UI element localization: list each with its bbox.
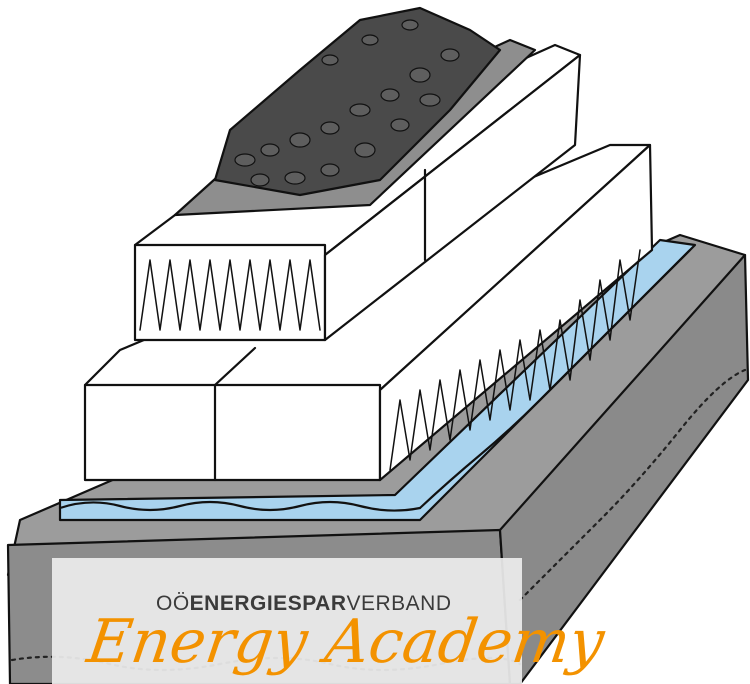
organization-name: OÖENERGIESPARVERBAND [156,592,452,616]
gravel-ballast [213,6,502,197]
organization-suffix: VERBAND [346,592,452,615]
logo-panel [52,558,522,684]
energy-academy-wordmark: Energy Academy [83,607,609,677]
organization-bold: ENERGIESPAR [189,592,347,615]
organization-prefix: OÖ [156,592,190,615]
